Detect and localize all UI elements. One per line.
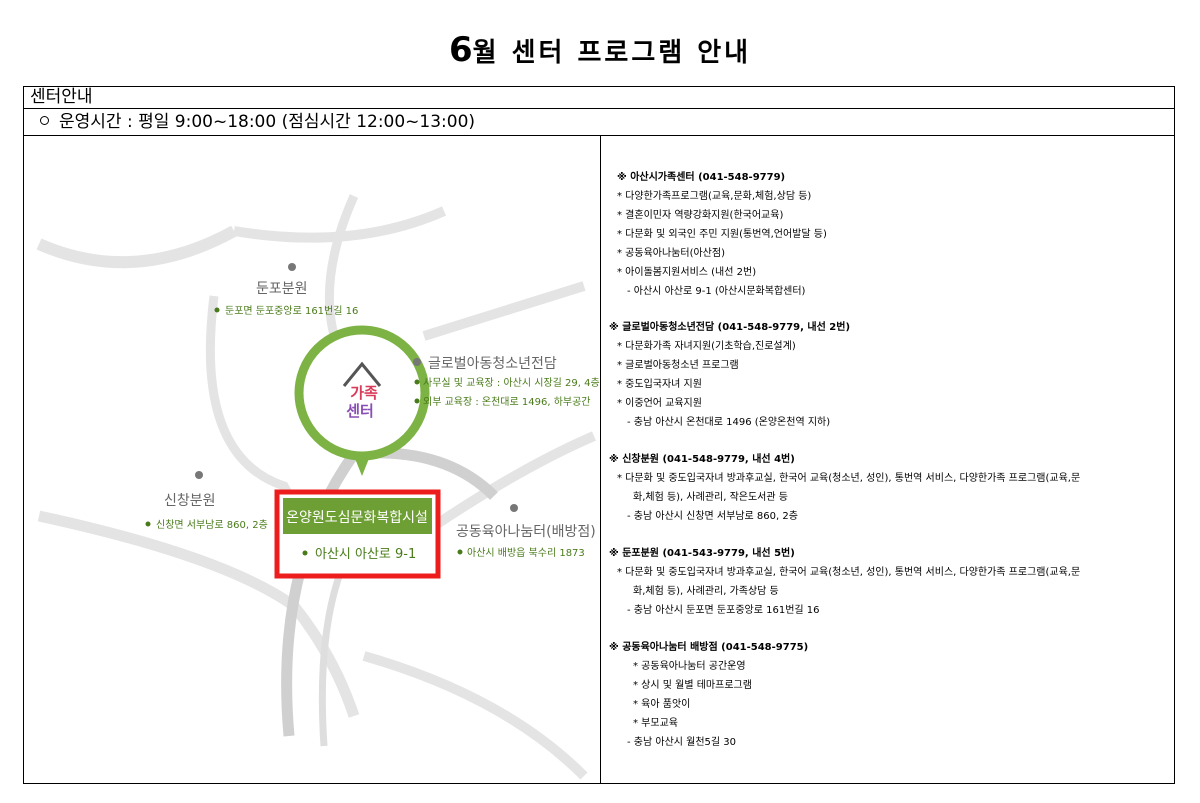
list-item: * 중도입국자녀 지원 bbox=[617, 379, 702, 390]
section-head: ※ 신창분원 (041-548-9779, 내선 4번) bbox=[609, 454, 795, 465]
main-dot bbox=[302, 550, 308, 556]
program-info: ※ 아산시가족센터 (041-548-9779) * 다양한가족프로그램(교육,… bbox=[601, 136, 1174, 783]
list-item: * 상시 및 월별 테마프로그램 bbox=[633, 680, 752, 691]
info-table: 센터안내 운영시간 : 평일 9:00~18:00 (점심시간 12:00~13… bbox=[23, 86, 1175, 784]
list-item: * 다문화 및 중도입국자녀 방과후교실, 한국어 교육(청소년, 성인), 통… bbox=[617, 473, 1081, 484]
bullet-icon bbox=[40, 115, 49, 125]
section-dunpo: ※ 둔포분원 (041-543-9779, 내선 5번) * 다문화 및 중도입… bbox=[601, 544, 1174, 620]
main-location-addr: 아산시 아산로 9-1 bbox=[315, 547, 416, 562]
main-location-banner bbox=[283, 498, 432, 534]
section-global: ※ 글로벌아동청소년전담 (041-548-9779, 내선 2번) * 다문화… bbox=[601, 318, 1174, 432]
dunpo-marker bbox=[288, 263, 296, 271]
list-item: * 다문화 및 중도입국자녀 방과후교실, 한국어 교육(청소년, 성인), 통… bbox=[617, 567, 1081, 578]
section-head: ※ 공동육아나눔터 배방점 (041-548-9775) bbox=[609, 642, 809, 653]
dunpo-name: 둔포분원 bbox=[256, 281, 308, 297]
global-dot-2 bbox=[414, 398, 420, 404]
page-title: 6월 센터 프로그램 안내 bbox=[0, 30, 1200, 70]
sinchang-addr: 신창면 서부남로 860, 2층 bbox=[156, 519, 268, 531]
section-addr: - 충남 아산시 신창면 서부남로 860, 2층 bbox=[627, 511, 798, 522]
sinchang-dot bbox=[145, 521, 151, 527]
section-addr: - 충남 아산시 월천5길 30 bbox=[627, 737, 737, 748]
section-sinchang: ※ 신창분원 (041-548-9779, 내선 4번) * 다문화 및 중도입… bbox=[601, 450, 1174, 526]
section-addr: - 충남 아산시 둔포면 둔포중앙로 161번길 16 bbox=[627, 605, 820, 616]
sinchang-marker bbox=[195, 471, 203, 479]
map-panel: 가족 센터 둔포분원 둔포면 둔포중앙로 161번길 16 글로벌아동청소년전담… bbox=[24, 136, 601, 783]
list-item: * 아이돌봄지원서비스 (내선 2번) bbox=[617, 267, 757, 278]
section-addr: - 충남 아산시 온천대로 1496 (온양온천역 지하) bbox=[627, 417, 831, 428]
list-item: * 글로벌아동청소년 프로그램 bbox=[617, 360, 739, 371]
global-name: 글로벌아동청소년전담 bbox=[428, 356, 557, 372]
title-month: 6 bbox=[448, 30, 473, 70]
list-item: * 육아 품앗이 bbox=[633, 699, 691, 710]
section-baebang: ※ 공동육아나눔터 배방점 (041-548-9775) * 공동육아나눔터 공… bbox=[601, 638, 1174, 752]
list-item: * 결혼이민자 역량강화지원(한국어교육) bbox=[617, 210, 784, 221]
logo-bottom-text: 센터 bbox=[346, 402, 374, 420]
baebang-dot bbox=[457, 549, 463, 555]
roof-icon bbox=[342, 361, 382, 387]
section-head: ※ 둔포분원 (041-543-9779, 내선 5번) bbox=[609, 548, 795, 559]
dunpo-dot bbox=[214, 307, 220, 313]
list-item: * 이중언어 교육지원 bbox=[617, 398, 702, 409]
list-item: * 부모교육 bbox=[633, 718, 678, 729]
section-addr: - 아산시 아산로 9-1 (아산시문화복합센터) bbox=[627, 286, 806, 297]
global-addr-1: 사무실 및 교육장 : 아산시 시장길 29, 4층 bbox=[423, 376, 600, 389]
list-item: * 다양한가족프로그램(교육,문화,체험,상담 등) bbox=[617, 191, 812, 202]
baebang-name: 공동육아나눔터(배방점) bbox=[456, 524, 596, 540]
sinchang-name: 신창분원 bbox=[164, 493, 216, 509]
location-map: 가족 센터 둔포분원 둔포면 둔포중앙로 161번길 16 글로벌아동청소년전담… bbox=[36, 194, 600, 780]
section-head: ※ 글로벌아동청소년전담 (041-548-9779, 내선 2번) bbox=[609, 322, 851, 333]
dunpo-addr: 둔포면 둔포중앙로 161번길 16 bbox=[225, 304, 358, 317]
title-text: 월 센터 프로그램 안내 bbox=[472, 38, 752, 68]
hours-row: 운영시간 : 평일 9:00~18:00 (점심시간 12:00~13:00) bbox=[24, 109, 1174, 136]
baebang-addr: 아산시 배방읍 북수리 1873 bbox=[467, 547, 585, 559]
list-item: * 다문화가족 자녀지원(기초학습,진로설계) bbox=[617, 341, 796, 352]
list-item: * 공동육아나눔터(아산점) bbox=[617, 248, 725, 259]
baebang-marker bbox=[510, 504, 518, 512]
list-item-cont: 화,체험 등), 사례관리, 가족상담 등 bbox=[633, 586, 779, 597]
section-family-center: ※ 아산시가족센터 (041-548-9779) * 다양한가족프로그램(교육,… bbox=[601, 168, 1174, 301]
global-dot-1 bbox=[414, 379, 420, 385]
hours-text: 운영시간 : 평일 9:00~18:00 (점심시간 12:00~13:00) bbox=[59, 112, 476, 132]
main-location-name: 온양원도심문화복합시설 bbox=[286, 510, 428, 526]
list-item: * 다문화 및 외국인 주민 지원(통번역,언어발달 등) bbox=[617, 229, 827, 240]
logo-top-text: 가족 bbox=[350, 384, 378, 402]
center-label: 센터안내 bbox=[24, 87, 1174, 109]
section-head: ※ 아산시가족센터 (041-548-9779) bbox=[617, 172, 786, 183]
global-marker bbox=[413, 358, 421, 366]
global-addr-2: 외부 교육장 : 온천대로 1496, 하부공간 bbox=[423, 395, 591, 408]
list-item-cont: 화,체험 등), 사례관리, 작은도서관 등 bbox=[633, 492, 788, 503]
center-logo bbox=[294, 325, 430, 461]
list-item: * 공동육아나눔터 공간운영 bbox=[633, 661, 746, 672]
